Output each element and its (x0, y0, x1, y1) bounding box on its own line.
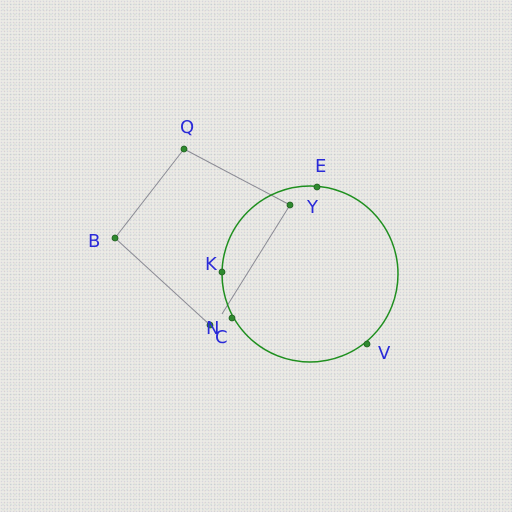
point-e (313, 183, 321, 191)
label-c: C (215, 327, 228, 348)
point-n (206, 321, 214, 329)
point-layer (111, 145, 371, 348)
label-k: K (205, 254, 218, 275)
segment-b-n (114, 237, 211, 326)
label-b: B (88, 231, 100, 252)
segment-y-c (221, 204, 291, 315)
point-c (228, 314, 236, 322)
point-y (286, 201, 294, 209)
point-q (180, 145, 188, 153)
segment-b-q (114, 148, 185, 239)
label-q: Q (180, 117, 194, 138)
point-v (363, 340, 371, 348)
label-e: E (315, 156, 326, 177)
segment-layer (114, 148, 291, 326)
label-layer: Q B E Y K N C V (88, 117, 391, 364)
point-k (218, 268, 226, 276)
label-v: V (378, 343, 391, 364)
label-y: Y (306, 197, 319, 218)
segment-q-y (183, 148, 291, 206)
label-n: N (206, 318, 219, 339)
point-b (111, 234, 119, 242)
